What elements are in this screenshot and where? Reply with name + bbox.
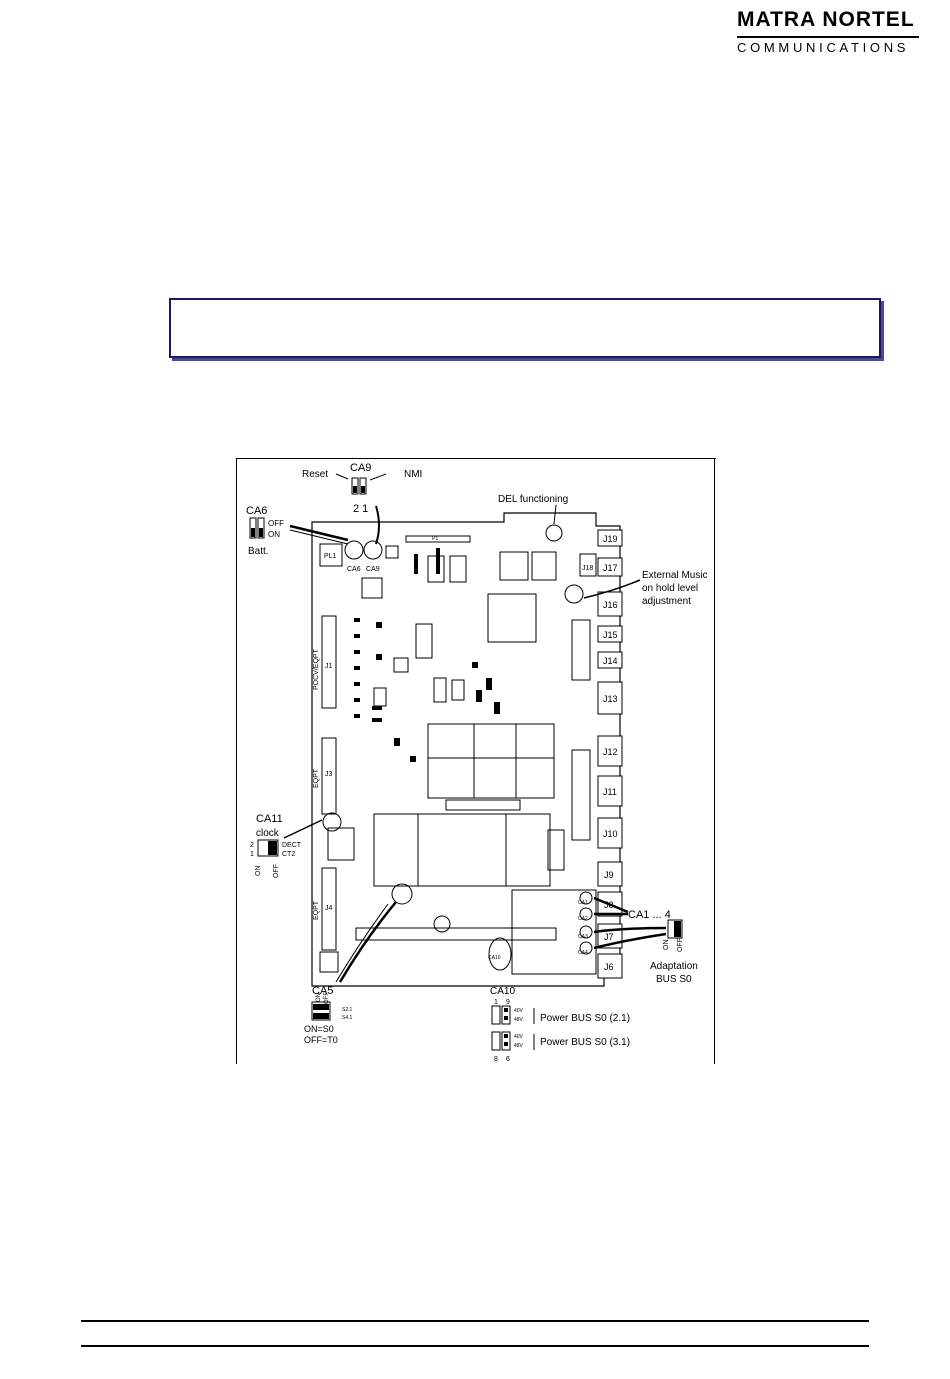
connector-j16: J16 (603, 600, 618, 610)
slot-j3-side: EQPT (313, 768, 320, 788)
connector-j10: J10 (603, 829, 618, 839)
silk-ca3: CA3 (578, 934, 588, 940)
board-components (319, 545, 597, 975)
connector-j11: J11 (603, 787, 617, 797)
ca5-off-t0: OFF=T0 (304, 1035, 338, 1045)
ca10-pin9: 9 (506, 999, 510, 1006)
ca10-48v-a: 48V (514, 1017, 524, 1023)
company-logo-subtitle: COMMUNICATIONS (737, 40, 910, 55)
ca6-label: CA6 (246, 505, 267, 517)
ca5-s2: S2.1 (342, 1007, 353, 1013)
ca10-pin1: 1 (494, 999, 498, 1006)
footer-rule-bottom (81, 1345, 869, 1347)
right-connectors (579, 529, 623, 979)
reset-label: Reset (302, 469, 328, 480)
connector-j12: J12 (603, 747, 618, 757)
connector-j19: J19 (603, 534, 618, 544)
silk-ca6: CA6 (347, 566, 361, 573)
connector-j9: J9 (604, 870, 614, 880)
silk-p1: P1 (432, 536, 438, 542)
music-label-3: adjustment (642, 596, 691, 607)
ca9-label: CA9 (350, 462, 371, 474)
power-bus-s0-31: Power BUS S0 (3.1) (540, 1037, 630, 1048)
pcb-outline (311, 512, 621, 987)
ca5-s4: S4.1 (342, 1015, 353, 1021)
ca11-off: OFF (273, 864, 280, 878)
title-frame (169, 298, 881, 358)
ca11-ct2: CT2 (282, 851, 295, 858)
ca9-pins-label: 2 1 (353, 503, 368, 515)
connector-j6: J6 (604, 962, 614, 972)
board-diagram: Reset CA9 NMI 2 1 DEL functioning CA6 OF… (236, 458, 716, 1064)
silk-ca4: CA4 (578, 950, 588, 956)
ca10-40v-b: 40V (514, 1034, 524, 1040)
silk-pl1: PL1 (324, 553, 337, 560)
ca5-on-s0: ON=S0 (304, 1024, 334, 1034)
ca11-dect: DECT (282, 842, 302, 849)
footer-rule-top (81, 1320, 869, 1322)
ca10-label: CA10 (490, 986, 515, 997)
connector-j7: J7 (604, 932, 614, 942)
bus-s0-label: BUS S0 (656, 974, 692, 985)
board-diagram-svg: Reset CA9 NMI 2 1 DEL functioning CA6 OF… (236, 458, 716, 1064)
silk-ca10: CA10 (488, 955, 501, 961)
ca10-pin6: 6 (506, 1056, 510, 1063)
music-label-1: External Music (642, 570, 708, 581)
slot-j1-side: POCV/EQPT (313, 648, 320, 690)
ca11-pin2: 2 (250, 842, 254, 849)
silk-ca9: CA9 (366, 566, 380, 573)
ca11-clock-label: clock (256, 828, 280, 839)
ca1-4-on: ON (663, 940, 670, 951)
ca11-label: CA11 (256, 813, 283, 825)
del-label: DEL functioning (498, 494, 568, 505)
slot-j3: J3 (325, 771, 333, 778)
power-bus-s0-21: Power BUS S0 (2.1) (540, 1013, 630, 1024)
ca10-48v-b: 48V (514, 1043, 524, 1049)
connector-j18: J18 (582, 565, 593, 572)
ca6-off-label: OFF (268, 519, 284, 528)
logo-divider (737, 36, 919, 38)
ca10-pin8: 8 (494, 1056, 498, 1063)
silk-ca2: CA2 (578, 916, 588, 922)
silk-ca1: CA1 (578, 900, 588, 906)
ca6-batt-label: Batt. (248, 546, 269, 557)
connector-j15: J15 (603, 630, 618, 640)
ca10-40v-a: 40V (514, 1008, 524, 1014)
company-logo: MATRA NORTEL (737, 8, 915, 32)
ca6-on-label: ON (268, 530, 280, 539)
connector-j14: J14 (603, 656, 618, 666)
ca1-4-label: CA1 ... 4 (628, 909, 671, 921)
slot-j4-side: EQPT (313, 900, 320, 920)
ca5-label: CA5 (312, 985, 333, 997)
ca11-on: ON (255, 866, 262, 877)
music-label-2: on hold level (642, 583, 698, 594)
connector-j17: J17 (603, 563, 618, 573)
company-logo-text: MATRA NORTEL (737, 8, 915, 31)
ca5-on: ON (316, 993, 322, 1002)
nmi-label: NMI (404, 469, 422, 480)
ca5-off: OFF (324, 992, 330, 1004)
ca1-4-off: OFF (677, 938, 684, 952)
slot-j4: J4 (325, 905, 333, 912)
ca11-pin1: 1 (250, 851, 254, 858)
adaptation-label: Adaptation (650, 961, 698, 972)
connector-j13: J13 (603, 694, 618, 704)
slot-j1: J1 (325, 663, 333, 670)
